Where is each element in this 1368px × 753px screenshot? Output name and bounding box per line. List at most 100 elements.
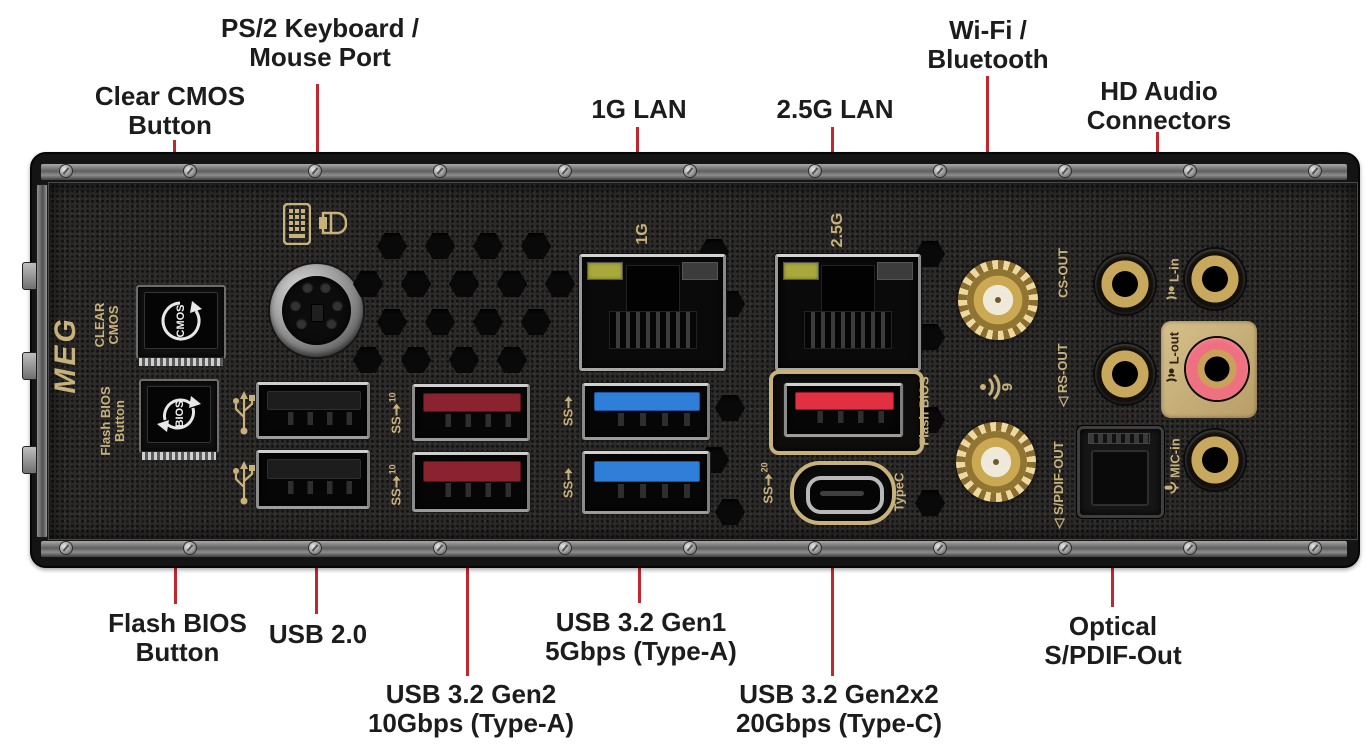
cmos-rotate-icon: CMOS: [161, 301, 202, 341]
screw: [1059, 542, 1071, 554]
audio-jack-l-out[interactable]: [1186, 338, 1248, 400]
svg-text:CMOS: CMOS: [175, 305, 187, 338]
usb-icon: [233, 391, 255, 435]
speaker-waves-icon: [1165, 368, 1178, 382]
callout-clear-cmos: Clear CMOS Button: [75, 82, 265, 140]
vent-hex: [715, 499, 745, 525]
typec-pill: [806, 476, 884, 514]
optical-flap: [1088, 433, 1150, 444]
lan-led-off: [877, 262, 913, 280]
screw: [309, 542, 321, 554]
callout-text: 20Gbps (Type-C): [735, 708, 943, 738]
flash-bios-usb-port[interactable]: [784, 383, 903, 437]
callout-text: 2.5G LAN: [776, 94, 894, 124]
callout-text: HD Audio: [1100, 76, 1218, 106]
audio-jack-l-in[interactable]: [1185, 249, 1245, 309]
lan-pins: [804, 311, 892, 349]
callout-text: 1G LAN: [591, 94, 687, 124]
audio-jack-cs-out[interactable]: [1095, 254, 1155, 314]
lan-port-1g[interactable]: [579, 254, 726, 371]
optical-inner: [1091, 450, 1149, 506]
mic-icon: [1164, 481, 1179, 494]
vent-hex: [401, 271, 431, 297]
usb-pins: [430, 413, 512, 427]
typec-print: TypeC: [891, 472, 907, 512]
usb2-port-2[interactable]: [256, 450, 370, 509]
screw: [434, 542, 446, 554]
audio-jack-mic-in[interactable]: [1185, 430, 1245, 490]
io-shield: MEG CLEAR CMOS Flash BIOS Button CMOS: [48, 182, 1358, 540]
lan-1g-print: 1G: [634, 223, 651, 245]
vent-hex: [353, 271, 383, 297]
screw: [1184, 165, 1196, 177]
vent-hex: [449, 347, 479, 373]
screw: [1309, 165, 1321, 177]
lan-led-green: [587, 262, 623, 280]
lan-port-2-5g[interactable]: [775, 254, 921, 371]
usb-pins: [274, 411, 352, 425]
brand-logo: MEG: [49, 316, 82, 394]
screw: [60, 165, 72, 177]
svg-text:6: 6: [998, 383, 1015, 391]
usb-pins: [602, 483, 690, 499]
usb-gen1-port-1[interactable]: [582, 383, 710, 440]
screw: [184, 165, 196, 177]
callout-usb-20: USB 2.0: [252, 620, 384, 649]
rs-out-print: ◁ RS-OUT: [1055, 343, 1070, 407]
lan-led-off: [682, 262, 718, 280]
usb-gen1-port-2[interactable]: [582, 451, 710, 514]
callout-wifi-bluetooth: Wi-Fi / Bluetooth: [900, 16, 1076, 74]
flash-bios-side-label: Flash BIOS Button: [98, 386, 127, 456]
optical-spdif-port[interactable]: [1077, 426, 1164, 518]
screw: [934, 542, 946, 554]
line-out-gold-pad: L-out: [1161, 321, 1257, 418]
lan-led-green: [783, 262, 819, 280]
callout-text: USB 2.0: [268, 619, 368, 649]
lan-25g-print: 2.5G: [829, 212, 846, 248]
vent-hex: [353, 347, 383, 373]
screw: [184, 542, 196, 554]
l-in-print: L-in: [1165, 258, 1182, 301]
clear-cmos-button[interactable]: CMOS: [136, 285, 226, 359]
audio-jack-rs-out[interactable]: [1095, 344, 1155, 404]
bios-button-contact-strip: [141, 451, 217, 461]
usb2-tongue: [266, 391, 362, 411]
usb-typec-port[interactable]: [790, 461, 896, 525]
l-out-print: L-out: [1165, 332, 1182, 384]
callout-text: USB 3.2 Gen2: [385, 679, 557, 709]
screw: [934, 165, 946, 177]
typec-slot: [820, 491, 864, 496]
usb-gen2-port-1[interactable]: [412, 384, 530, 441]
callout-2-5g-lan: 2.5G LAN: [760, 95, 910, 124]
usb-gen2-port-2[interactable]: [412, 452, 530, 512]
usb2-port-1[interactable]: [256, 382, 370, 439]
callout-text: Button: [128, 110, 212, 140]
io-panel: MEG CLEAR CMOS Flash BIOS Button CMOS: [22, 152, 1360, 568]
ps2-port[interactable]: [270, 264, 363, 357]
callout-text: Button: [135, 637, 220, 667]
wifi-antenna-connector-2[interactable]: [956, 422, 1036, 502]
callout-text: USB 3.2 Gen2x2: [739, 679, 939, 709]
lan-tab: [625, 265, 680, 313]
screw: [309, 165, 321, 177]
callout-text: 10Gbps (Type-A): [367, 708, 575, 738]
callout-text: Wi-Fi /: [949, 15, 1027, 45]
callout-usb-gen2: USB 3.2 Gen2 10Gbps (Type-A): [350, 680, 592, 738]
vent-hex: [401, 347, 431, 373]
usb-pins: [430, 483, 512, 498]
speaker-waves-icon: [1165, 286, 1178, 300]
callout-text: Bluetooth: [927, 44, 1049, 74]
callout-text: Clear CMOS: [94, 81, 246, 111]
flash-bios-button[interactable]: BIOS: [139, 379, 219, 453]
sma-pin: [992, 458, 1000, 466]
vent-hex: [545, 271, 575, 297]
callout-line-usb-gen2x2: [831, 510, 834, 676]
callout-text: USB 3.2 Gen1: [555, 607, 727, 637]
wifi-antenna-connector-1[interactable]: [958, 260, 1038, 340]
callout-text: Optical: [1068, 611, 1158, 641]
lan-pins: [608, 311, 697, 349]
callout-optical-spdif: Optical S/PDIF-Out: [1013, 612, 1213, 670]
callout-usb-gen2x2: USB 3.2 Gen2x2 20Gbps (Type-C): [718, 680, 960, 738]
